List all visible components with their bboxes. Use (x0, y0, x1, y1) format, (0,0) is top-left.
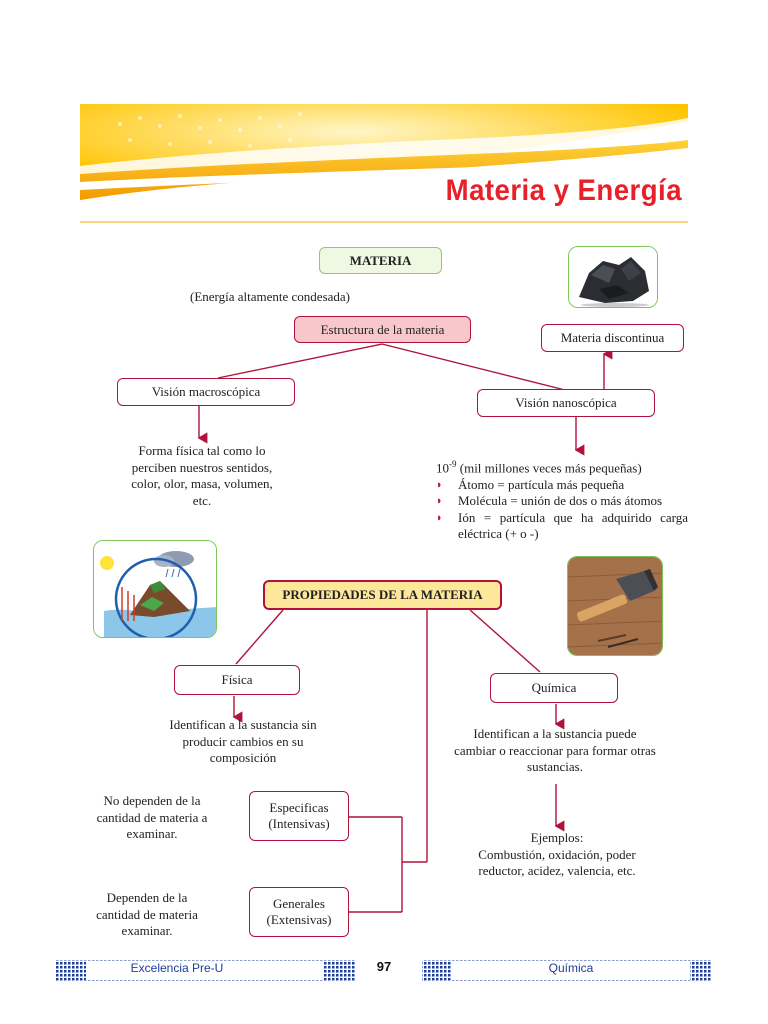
dependen-text: Dependen de la cantidad de materia exami… (96, 890, 198, 938)
nano-list: Átomo = partícula más pequeña Molécula =… (436, 477, 688, 543)
propiedades-box: PROPIEDADES DE LA MATERIA (263, 580, 502, 610)
footer-bar (56, 960, 712, 982)
list-item: Átomo = partícula más pequeña (436, 477, 688, 494)
page-number: 97 (376, 959, 392, 974)
especificas-box: Especificas (Intensivas) (249, 791, 349, 841)
estructura-box: Estructura de la materia (294, 316, 471, 343)
page-title: Materia y Energía (445, 174, 682, 207)
generales-box: Generales (Extensivas) (249, 887, 349, 937)
no-dependen-text: No dependen de la cantidad de materia a … (96, 793, 208, 841)
ejemplos-text: Combustión, oxidación, poder reductor, a… (478, 846, 636, 879)
banner-graphic (80, 104, 688, 226)
list-item: Molécula = unión de dos o más átomos (436, 493, 688, 510)
hammer-image (567, 556, 663, 656)
nano-scale: 10-9 (mil millones veces más pequeñas) (436, 456, 688, 477)
nano-scale-exp: -9 (449, 459, 457, 469)
footer-left-label: Excelencia Pre-U (130, 961, 224, 975)
header-banner (80, 104, 688, 226)
list-item: Ión = partícula que ha adquirido carga e… (436, 510, 688, 543)
macro-description: Forma física tal como lo perciben nuestr… (131, 443, 273, 508)
water-cycle-drawing (94, 541, 216, 637)
nano-scale-rest: (mil millones veces más pequeñas) (456, 460, 642, 476)
ejemplos-block: Ejemplos: Combustión, oxidación, poder r… (462, 830, 652, 880)
discontinua-box: Materia discontinua (541, 324, 684, 352)
water-cycle-image (93, 540, 217, 638)
coal-drawing (569, 247, 657, 307)
coal-image (568, 246, 658, 308)
nano-box: Visión nanoscópica (477, 389, 655, 417)
macro-box: Visión macroscópica (117, 378, 295, 406)
nano-description: 10-9 (mil millones veces más pequeñas) Á… (436, 456, 688, 543)
materia-box: MATERIA (319, 247, 442, 274)
footer-right-label: Química (548, 961, 594, 975)
ejemplos-title: Ejemplos: (530, 830, 584, 845)
hammer-drawing (568, 557, 662, 655)
energia-note: (Energía altamente condesada) (189, 289, 350, 304)
quimica-box: Química (490, 673, 618, 703)
fisica-box: Física (174, 665, 300, 695)
quimica-description: Identifican a la sustancia puede cambiar… (454, 726, 656, 774)
nano-scale-base: 10 (436, 460, 449, 476)
fisica-description: Identifican a la sustancia sin producir … (169, 717, 317, 765)
